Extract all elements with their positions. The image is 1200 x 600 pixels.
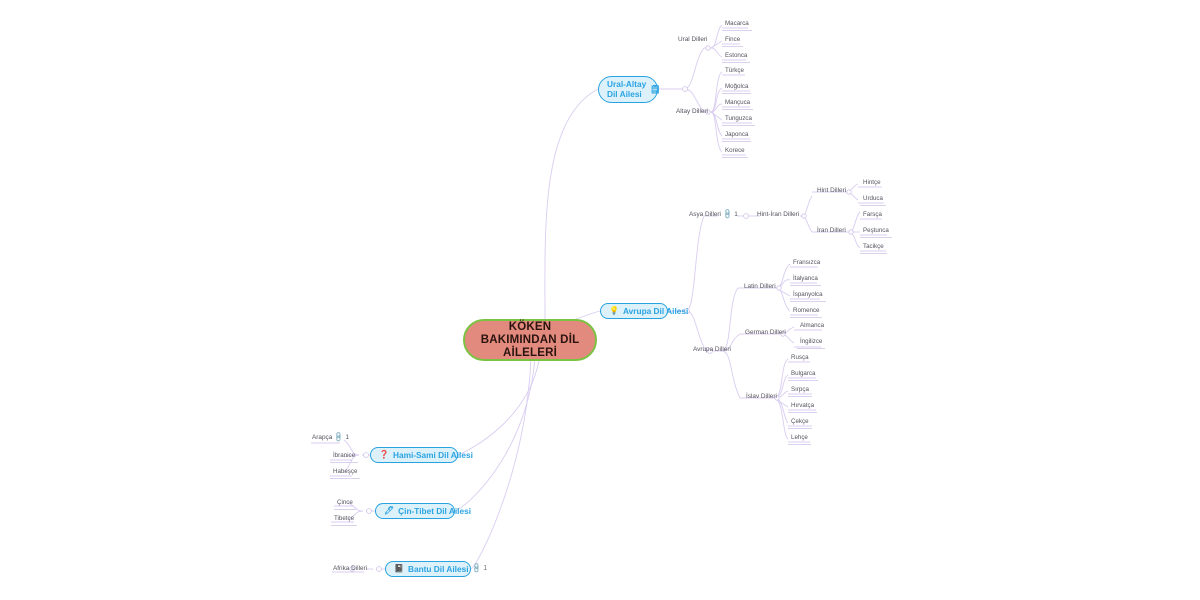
leaf-ispanyolca[interactable]: İspanyolca [790, 291, 826, 302]
node-label: Arapça [312, 434, 333, 441]
node-label: Ural Dilleri [678, 36, 708, 43]
leaf-hintce[interactable]: Hintçe [863, 179, 881, 186]
node-ural-dilleri[interactable]: Ural Dilleri [678, 36, 707, 44]
link-badge[interactable]: 🔗 1 [722, 209, 738, 221]
node-islav-dilleri[interactable]: İslav Dilleri [746, 393, 777, 401]
node-avrupa-dil-ailesi[interactable]: 💡 Avrupa Dil Ailesi [600, 303, 688, 319]
node-afrika-dilleri[interactable]: Afrika Dilleri [333, 565, 367, 573]
link-count: 1 [345, 434, 350, 441]
leaf-fransizca[interactable]: Fransızca [793, 259, 821, 266]
node-label: German Dilleri [745, 329, 786, 336]
node-hami-sami-dil-ailesi[interactable]: ❓ Hami-Sami Dil Ailesi [370, 447, 473, 463]
node-avrupa-dilleri[interactable]: Avrupa Dilleri [693, 346, 731, 354]
leaf-japonca[interactable]: Japonca [722, 131, 752, 142]
link-badge[interactable]: 🔗 1 [333, 432, 350, 444]
leaf-korece[interactable]: Korece [722, 147, 748, 158]
leaf-tacikce[interactable]: Tacikçe [860, 243, 887, 254]
node-label: Afrika Dilleri [333, 565, 368, 572]
node-label: Bantu Dil Ailesi [407, 564, 469, 574]
node-label: Avrupa Dil Ailesi [622, 306, 689, 316]
leaf-turkce[interactable]: Türkçe [725, 67, 744, 74]
central-node-label: KÖKEN BAKIMINDAN DİL AİLELERİ [480, 320, 580, 359]
leaf-tunguzca[interactable]: Tunguzca [722, 115, 755, 126]
leaf-romence[interactable]: Romence [790, 307, 823, 318]
leaf-habesce[interactable]: Habeşçe [330, 468, 361, 479]
node-label: İslav Dilleri [746, 393, 777, 400]
node-label: Çin-Tibet Dil Ailesi [398, 506, 471, 516]
node-bantu-dil-ailesi[interactable]: 📓 Bantu Dil Ailesi 🔗 1 [385, 561, 487, 577]
node-label: Avrupa Dilleri [693, 346, 731, 353]
node-label: Latin Dilleri [744, 283, 776, 290]
leaf-urduca[interactable]: Urduca [860, 195, 886, 206]
leaf-italyanca[interactable]: İtalyanca [790, 275, 821, 286]
leaf-hirvatca[interactable]: Hırvatça [788, 402, 818, 413]
leaf-lehce[interactable]: Lehçe [788, 434, 811, 445]
link-icon: 🔗 [333, 432, 345, 444]
link-count: 1 [734, 211, 738, 218]
node-label: Altay Dilleri [676, 108, 708, 115]
link-icon: 🔗 [722, 209, 734, 221]
leaf-cince[interactable]: Çince [334, 499, 356, 510]
node-label-line1: Ural-Altay [607, 79, 647, 89]
leaf-almanca[interactable]: Almanca [800, 322, 825, 329]
node-label: Hami-Sami Dil Ailesi [392, 450, 473, 460]
node-label-line2: Dil Ailesi [607, 88, 642, 99]
node-latin-dilleri[interactable]: Latin Dilleri [744, 283, 776, 291]
node-arapca[interactable]: Arapça 🔗 1 [312, 432, 350, 444]
leaf-bulgarca[interactable]: Bulgarca [788, 370, 819, 381]
leaf-ibranice[interactable]: İbranice [330, 452, 359, 463]
node-cin-tibet-dil-ailesi[interactable]: 🖊 Çin-Tibet Dil Ailesi [375, 503, 471, 519]
leaf-mancuca[interactable]: Mançuca [722, 99, 754, 110]
node-label: İran Dilleri [817, 227, 846, 234]
book-icon: 📓 [394, 564, 404, 573]
node-asya-dilleri[interactable]: Asya Dilleri 🔗 1 [689, 209, 738, 221]
node-hint-dilleri[interactable]: Hint Dilleri [817, 187, 846, 195]
node-ural-altay-dil-ailesi[interactable]: Ural-Altay Dil Ailesi 🗒 [598, 76, 661, 103]
node-label: Hint Dilleri [817, 187, 847, 194]
central-node[interactable]: KÖKEN BAKIMINDAN DİL AİLELERİ [463, 319, 597, 361]
node-label: Asya Dilleri [689, 211, 721, 218]
leaf-rusca[interactable]: Rusça [791, 354, 809, 361]
node-hint-iran-dilleri[interactable]: Hint-İran Dilleri [757, 211, 799, 219]
leaf-macarca[interactable]: Macarca [722, 20, 752, 31]
link-count: 1 [483, 565, 488, 572]
leaf-pestunca[interactable]: Peştunca [860, 227, 892, 238]
node-german-dilleri[interactable]: German Dilleri [745, 329, 786, 337]
bulb-icon: 💡 [609, 306, 619, 315]
link-icon: 🔗 [470, 563, 483, 575]
leaf-sirpca[interactable]: Sırpça [788, 386, 812, 397]
node-altay-dilleri[interactable]: Altay Dilleri [676, 108, 708, 116]
leaf-farsca[interactable]: Farsça [863, 211, 882, 218]
question-icon: ❓ [379, 450, 389, 459]
leaf-tibetce[interactable]: Tibetçe [331, 515, 358, 526]
node-iran-dilleri[interactable]: İran Dilleri [817, 227, 846, 235]
node-label: Hint-İran Dilleri [757, 211, 800, 218]
leaf-ingilizce[interactable]: İngilizce [797, 338, 826, 349]
note-icon: 🗒 [650, 84, 661, 94]
leaf-fince[interactable]: Fince [722, 36, 744, 47]
leaf-estonca[interactable]: Estonca [722, 52, 751, 63]
pencil-icon: 🖊 [384, 506, 395, 515]
leaf-cekce[interactable]: Çekçe [788, 418, 812, 429]
leaf-mogolca[interactable]: Moğolca [722, 83, 752, 94]
link-badge[interactable]: 🔗 1 [470, 563, 488, 575]
